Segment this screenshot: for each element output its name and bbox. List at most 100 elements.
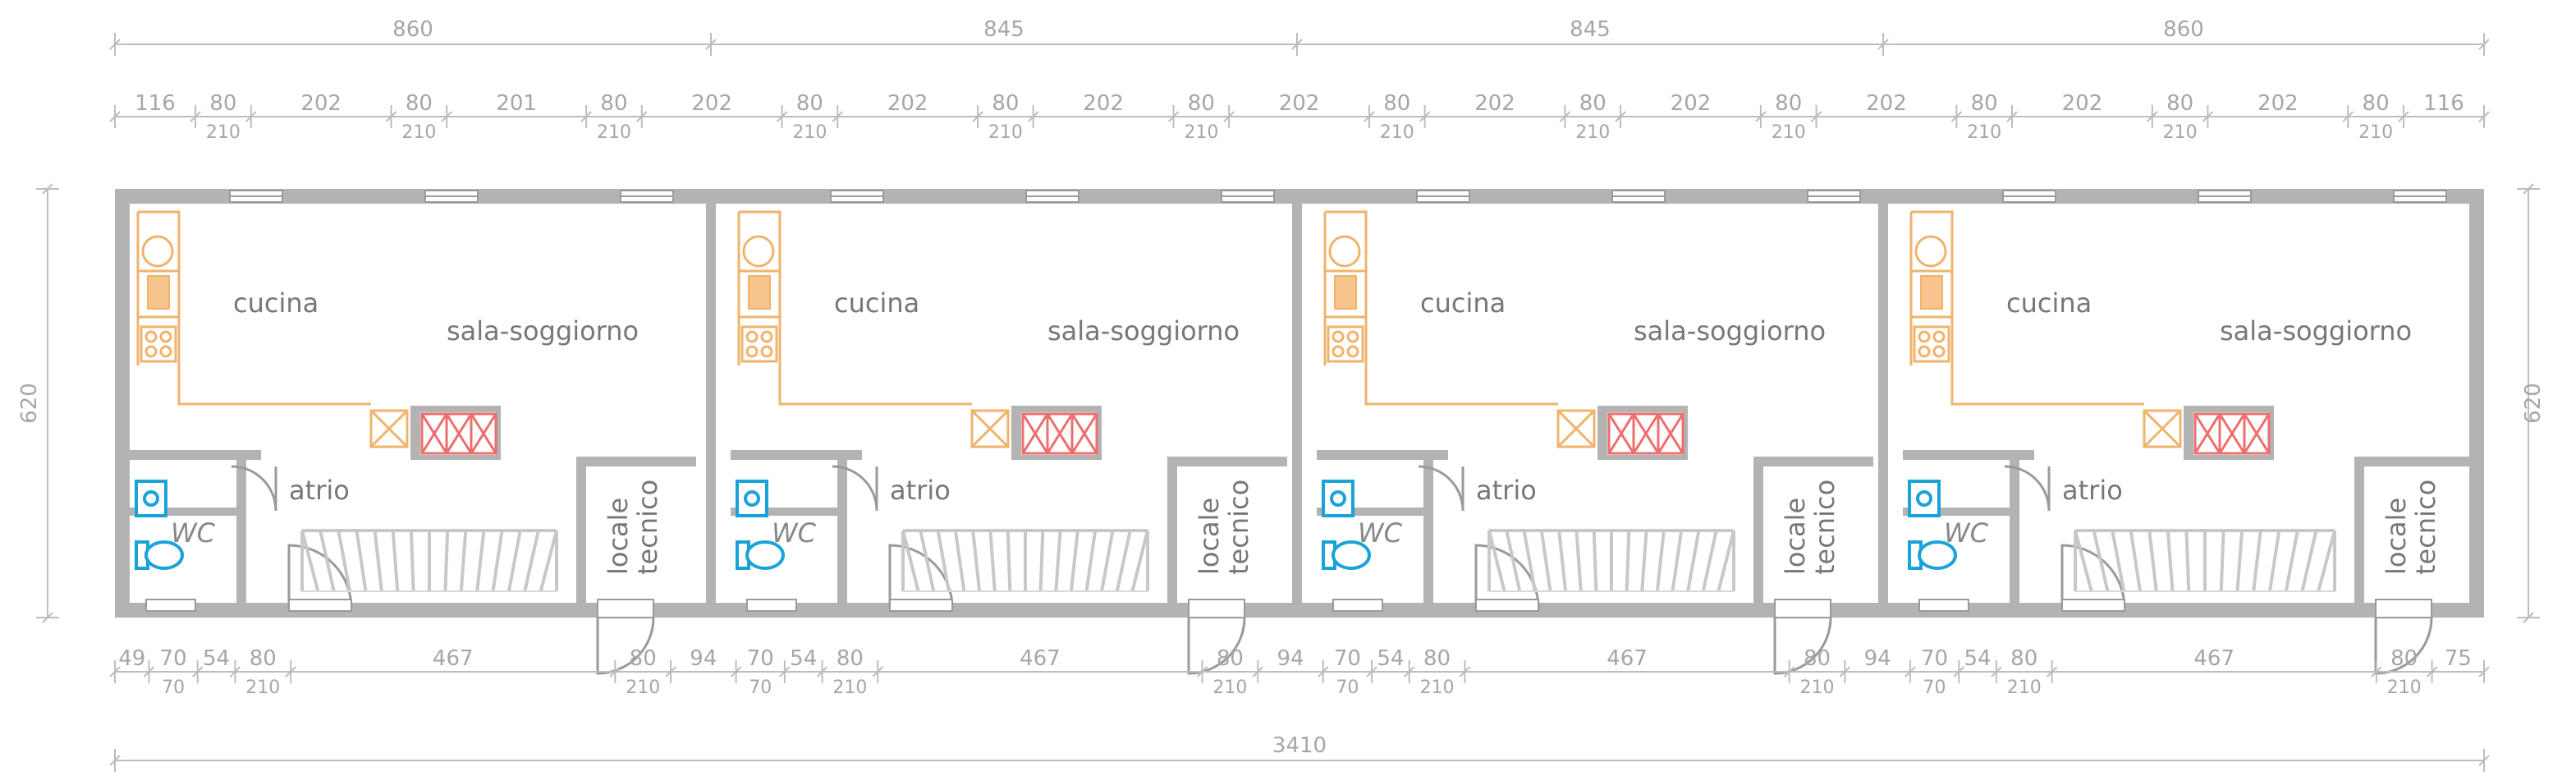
dimension-label: 75 — [2445, 646, 2472, 671]
dimension-label: 202 — [691, 91, 732, 116]
technical-room-door — [2374, 617, 2433, 675]
room-label-atrio: atrio — [890, 475, 951, 506]
dimension-label: 80 — [1423, 646, 1451, 671]
room-label-cucina: cucina — [834, 287, 919, 319]
dimension-sublabel: 210 — [1967, 122, 2001, 143]
room-label-atrio: atrio — [1476, 475, 1537, 506]
dimension-sublabel: 210 — [2358, 122, 2393, 143]
room-label-locale: locale — [1780, 498, 1811, 575]
dimension-label: 467 — [1020, 646, 1061, 671]
room-label-cucina: cucina — [1420, 287, 1506, 319]
dimension-label: 467 — [2193, 646, 2235, 671]
dimension-label: 80 — [1383, 91, 1410, 116]
dimension-sublabel: 210 — [1212, 678, 1247, 698]
dimension-sublabel: 210 — [1800, 678, 1835, 698]
room-label-tecnico: tecnico — [1809, 480, 1840, 575]
technical-room-door — [1187, 617, 1246, 675]
window — [145, 599, 196, 612]
dimension-sublabel: 210 — [792, 122, 827, 143]
sink-icon — [141, 235, 174, 268]
dimension-label: 80 — [250, 646, 277, 671]
dimension-sublabel: 210 — [988, 122, 1023, 143]
stove-icon — [740, 325, 778, 363]
dimension-sublabel: 210 — [1420, 678, 1455, 698]
toilet-icon — [736, 540, 785, 570]
room-label-tecnico: tecnico — [632, 480, 663, 575]
dimension-label: 202 — [1474, 91, 1515, 116]
dimension-label: 80 — [1188, 91, 1215, 116]
bathroom-door — [2004, 465, 2051, 512]
room-label-tecnico: tecnico — [2410, 480, 2441, 575]
entrance-door — [1474, 544, 1540, 609]
dimension-sublabel: 70 — [162, 678, 185, 698]
entrance-door — [2060, 544, 2126, 609]
window — [1918, 599, 1969, 612]
room-label-locale: locale — [2381, 498, 2412, 575]
room-label-locale: locale — [1194, 498, 1225, 575]
dimension-unit-width: 845 — [1570, 17, 1611, 42]
dimension-label: 80 — [1804, 646, 1831, 671]
entrance-door — [888, 544, 954, 609]
dimension-label: 467 — [1607, 646, 1648, 671]
room-label-wc: WC — [1358, 517, 1403, 549]
room-label-atrio: atrio — [289, 475, 350, 506]
room-label-wc: WC — [772, 517, 817, 549]
dimension-sublabel: 210 — [2007, 678, 2042, 698]
dimension-sublabel: 70 — [1923, 678, 1946, 698]
dimension-label: 116 — [135, 91, 176, 116]
room-label-wc: WC — [171, 517, 216, 549]
dimension-label: 202 — [1279, 91, 1320, 116]
dimension-label: 467 — [433, 646, 474, 671]
room-label-sala-soggiorno: sala-soggiorno — [1634, 315, 1826, 347]
dimension-sublabel: 210 — [245, 678, 280, 698]
sink-icon — [1914, 235, 1947, 268]
dimension-unit-width: 860 — [392, 17, 433, 42]
dimension-label: 202 — [1083, 91, 1124, 116]
dimension-label: 70 — [160, 646, 187, 671]
washbasin-icon — [1908, 480, 1941, 517]
room-label-atrio: atrio — [2062, 475, 2123, 506]
dimension-label: 54 — [1964, 646, 1991, 671]
dimension-unit-width: 845 — [983, 17, 1024, 42]
dimension-sublabel: 70 — [749, 678, 772, 698]
dimension-label: 49 — [118, 646, 145, 671]
dimension-label: 80 — [406, 91, 433, 116]
dimension-height: 620 — [2521, 383, 2546, 424]
room-label-tecnico: tecnico — [1223, 480, 1254, 575]
washbasin-icon — [736, 480, 768, 517]
dimension-sublabel: 210 — [597, 122, 631, 143]
dimension-sublabel: 210 — [1184, 122, 1218, 143]
dimension-sublabel: 210 — [832, 678, 867, 698]
staircase — [2074, 529, 2336, 592]
window — [746, 599, 797, 612]
dimension-label: 80 — [1579, 91, 1607, 116]
dimension-label: 94 — [1277, 646, 1304, 671]
technical-room-door — [1773, 617, 1832, 675]
staircase — [300, 529, 558, 592]
dimension-label: 80 — [2390, 646, 2418, 671]
dimension-label: 80 — [209, 91, 236, 116]
sink-icon — [742, 235, 775, 268]
dimension-label: 80 — [2363, 91, 2390, 116]
dimension-label: 202 — [1671, 91, 1712, 116]
dimension-label: 202 — [300, 91, 341, 116]
staircase — [901, 529, 1149, 592]
bathroom-door — [832, 465, 878, 512]
fridge-icon — [1334, 275, 1357, 310]
dimension-label: 80 — [796, 91, 823, 116]
toilet-icon — [1908, 540, 1957, 570]
staircase — [1487, 529, 1735, 592]
dimension-label: 80 — [1775, 91, 1802, 116]
dimension-sublabel: 210 — [1575, 122, 1610, 143]
washbasin-icon — [1322, 480, 1354, 517]
dimension-sublabel: 210 — [206, 122, 241, 143]
dimension-label: 80 — [600, 91, 627, 116]
technical-room-door — [596, 617, 655, 675]
washbasin-icon — [135, 480, 167, 517]
sink-icon — [1328, 235, 1361, 268]
